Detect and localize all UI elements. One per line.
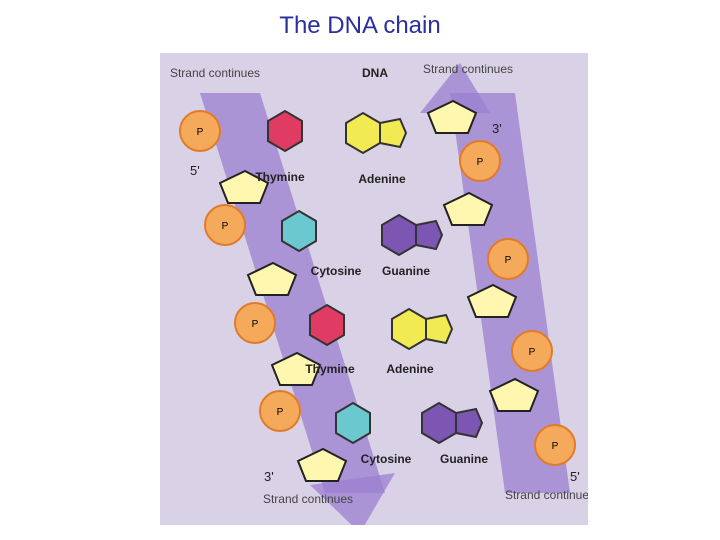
cytosine-base <box>281 209 317 253</box>
phosphate-group: P <box>511 330 553 372</box>
strand-continues-top-left: Strand continues <box>170 66 260 80</box>
guanine-base <box>421 401 484 445</box>
sugar-ring <box>296 447 348 482</box>
sugar-ring <box>442 191 494 226</box>
phosphate-label: P <box>277 407 284 418</box>
base-label-cytosine: Cytosine <box>311 264 362 278</box>
phosphate-circle <box>259 390 301 432</box>
phosphate-group: P <box>234 302 276 344</box>
end-label-5-left: 5' <box>190 163 200 178</box>
phosphate-group: P <box>487 238 529 280</box>
phosphate-group: P <box>204 204 246 246</box>
left-strand-arrow <box>310 473 395 533</box>
thymine-base <box>309 303 345 347</box>
base-label-adenine: Adenine <box>386 362 434 376</box>
base-label-thymine: Thymine <box>255 170 305 184</box>
adenine-base <box>345 111 408 155</box>
strand-continues-top-left-text: Strand continues <box>170 66 260 80</box>
base-label-guanine: Guanine <box>382 264 430 278</box>
sugar-ring <box>426 99 478 134</box>
dna-diagram: Strand continues Strand continues Strand… <box>160 53 595 533</box>
sugar-ring <box>466 283 518 318</box>
cytosine-base <box>335 401 371 445</box>
phosphate-circle <box>511 330 553 372</box>
thymine-base <box>267 109 303 153</box>
phosphate-circle <box>204 204 246 246</box>
strand-continues-top-right: Strand continues <box>423 62 513 76</box>
base-label-thymine: Thymine <box>305 362 355 376</box>
phosphate-circle <box>179 110 221 152</box>
end-label-3-right: 3' <box>492 121 502 136</box>
sugar-ring <box>218 169 270 204</box>
phosphate-label: P <box>252 319 259 330</box>
adenine-base <box>391 307 454 351</box>
dna-heading: DNA <box>362 66 388 80</box>
phosphate-label: P <box>552 441 559 452</box>
base-label-cytosine: Cytosine <box>361 452 412 466</box>
phosphate-circle <box>534 424 576 466</box>
guanine-base <box>381 213 444 257</box>
sugar-ring <box>488 377 540 412</box>
right-strand-arrow <box>420 63 490 113</box>
phosphate-label: P <box>477 157 484 168</box>
base-label-guanine: Guanine <box>440 452 488 466</box>
phosphate-group: P <box>259 390 301 432</box>
phosphate-label: P <box>197 127 204 138</box>
phosphate-label: P <box>505 255 512 266</box>
page-title: The DNA chain <box>279 12 441 39</box>
strand-continues-bottom-right: Strand continues <box>505 488 588 502</box>
sugar-ring <box>246 261 298 296</box>
dna-diagram-panel: Strand continues Strand continues Strand… <box>160 53 595 533</box>
end-label-5-right: 5' <box>570 469 580 484</box>
end-label-3-left: 3' <box>264 469 274 484</box>
phosphate-group: P <box>459 140 501 182</box>
phosphate-group: P <box>534 424 576 466</box>
phosphate-circle <box>487 238 529 280</box>
strand-continues-bottom-left: Strand continues <box>263 492 353 506</box>
base-label-adenine: Adenine <box>358 172 406 186</box>
phosphate-label: P <box>529 347 536 358</box>
phosphate-circle <box>234 302 276 344</box>
sugar-ring <box>270 351 322 386</box>
phosphate-label: P <box>222 221 229 232</box>
phosphate-circle <box>459 140 501 182</box>
phosphate-group: P <box>179 110 221 152</box>
